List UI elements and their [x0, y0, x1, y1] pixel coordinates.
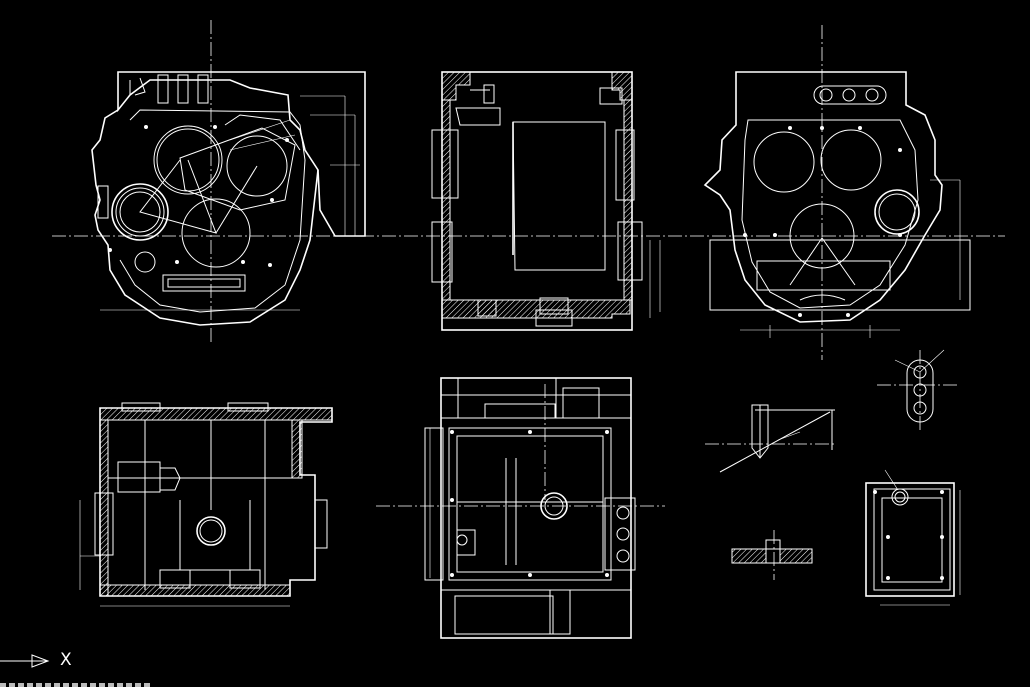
view-front-housing[interactable] [91, 71, 366, 326]
view-rear-housing[interactable] [703, 71, 971, 338]
center-lines [52, 20, 1005, 507]
ucs-arrow-icon [0, 654, 50, 668]
view-plan-section[interactable] [79, 402, 333, 607]
detail-drill-section[interactable] [705, 404, 835, 473]
detail-link-plate[interactable] [877, 349, 960, 430]
status-strip [0, 683, 150, 687]
detail-cover-plate[interactable] [865, 469, 961, 606]
view-top-plan[interactable] [424, 377, 636, 639]
ucs-axis-label-x: X [60, 650, 72, 670]
view-side-section[interactable] [431, 71, 661, 331]
detail-step-section[interactable] [731, 530, 813, 580]
